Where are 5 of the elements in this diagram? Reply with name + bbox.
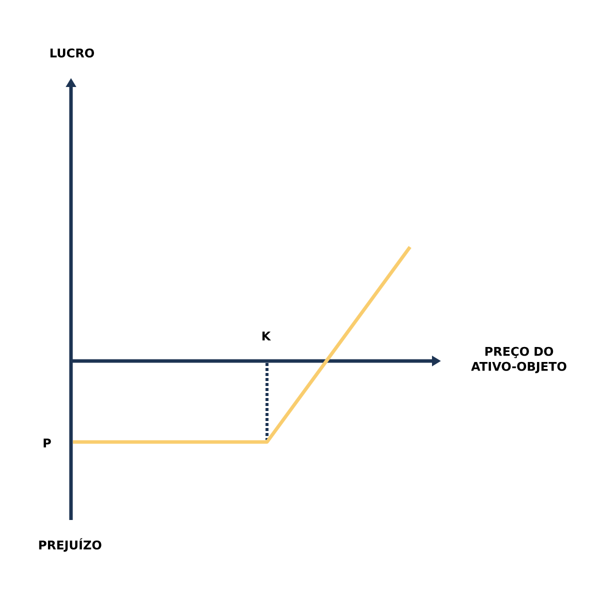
point-label: P	[44, 438, 51, 448]
axis-label: LUCRO	[50, 48, 94, 58]
axis-label: PREÇO DO ATIVO-OBJETO	[471, 346, 566, 374]
axis-label: PREJUÍZO	[39, 538, 102, 552]
point-label: K	[262, 332, 272, 340]
